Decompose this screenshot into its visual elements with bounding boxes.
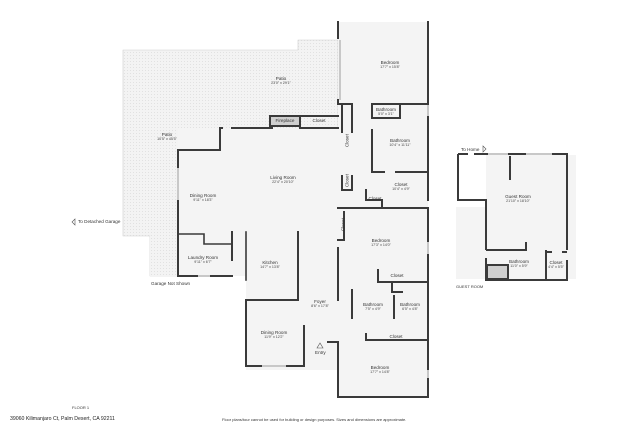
- windows: [177, 40, 429, 378]
- room-label-closet-hall: Closet: [368, 196, 382, 201]
- note-garage-not-shown: Garage Not Shown: [151, 281, 191, 286]
- floor-label: FLOOR 1: [72, 405, 90, 410]
- room-label-closet-bedroom-mid-side: Closet: [340, 218, 346, 232]
- room-label-closet-bedroom-mid: Closet: [390, 273, 404, 278]
- arrow-left-icon: [71, 218, 76, 226]
- room-label-closet-vertical-1: Closet: [344, 134, 350, 148]
- arrow-right-icon: [482, 145, 487, 153]
- room-label-closet-bedroom-bottom: Closet: [389, 334, 403, 339]
- property-address: 39060 Kilimanjaro Ct, Palm Desert, CA 92…: [10, 416, 115, 422]
- note-to-home: To Home: [461, 147, 480, 152]
- room-label-fireplace: Fireplace: [275, 118, 295, 123]
- note-entry: Entry: [315, 350, 326, 355]
- main-house-walls: [177, 21, 429, 398]
- disclaimer: Floor plans/tour cannot be used for buil…: [222, 417, 407, 422]
- entry-triangle-icon: [316, 342, 324, 349]
- note-to-detached-garage: To Detached Garage: [78, 219, 121, 224]
- room-label-closet-fireplace: Closet: [312, 118, 326, 123]
- room-label-closet-vertical-2: Closet: [344, 174, 350, 188]
- guest-room-caption: GUEST ROOM: [456, 284, 484, 289]
- guest-house: [456, 153, 576, 281]
